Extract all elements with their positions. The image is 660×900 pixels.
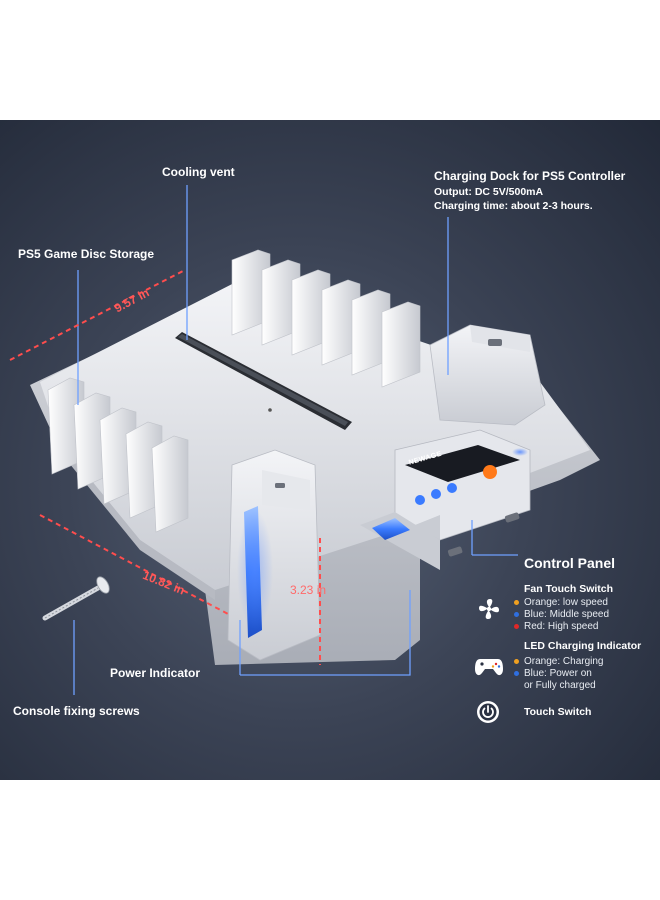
power-indicator-label: Power Indicator (110, 666, 201, 680)
dock-output: Output: DC 5V/500mA (434, 186, 544, 198)
fan-item-red: Red: High speed (514, 621, 599, 632)
led-indicator-title: LED Charging Indicator (524, 640, 642, 652)
orange-dot (514, 599, 519, 605)
controller-icon (474, 656, 504, 678)
blue-dot (514, 670, 519, 676)
red-dot (514, 623, 519, 629)
disc-slots-front (47, 377, 189, 533)
product-panel: Cooling vent PS5 Game Disc Storage Charg… (0, 120, 660, 780)
rear-charging-dock (429, 324, 546, 426)
led-item-blue: Blue: Power on (514, 668, 592, 679)
dimension-lines (9, 269, 321, 665)
dock-time: Charging time: about 2-3 hours. (434, 200, 593, 212)
touch-switch-label: Touch Switch (524, 706, 592, 718)
control-box (360, 429, 531, 570)
orange-dot (514, 658, 519, 664)
leader-lines (73, 185, 518, 695)
cooling-vent-label: Cooling vent (162, 165, 235, 179)
power-icon (476, 700, 500, 724)
dock-title: Charging Dock for PS5 Controller (434, 169, 626, 183)
fan-item-orange: Orange: low speed (514, 597, 608, 608)
cooling-vent (175, 332, 352, 430)
dimension-height: 3.23 in (290, 583, 327, 597)
control-panel-title: Control Panel (524, 555, 616, 571)
disc-slots-back (231, 249, 421, 388)
disc-storage-label: PS5 Game Disc Storage (18, 247, 155, 261)
front-charging-dock (227, 449, 321, 661)
fan-icon (476, 596, 502, 622)
screw (42, 576, 110, 621)
led-item-orange: Orange: Charging (514, 656, 604, 667)
led-item-charged: or Fully charged (524, 680, 596, 691)
product-illustration (9, 185, 600, 695)
fan-switch-title: Fan Touch Switch (524, 583, 614, 595)
fan-item-blue: Blue: Middle speed (514, 609, 609, 620)
blue-dot (514, 611, 519, 617)
fixing-screws-label: Console fixing screws (13, 704, 140, 718)
